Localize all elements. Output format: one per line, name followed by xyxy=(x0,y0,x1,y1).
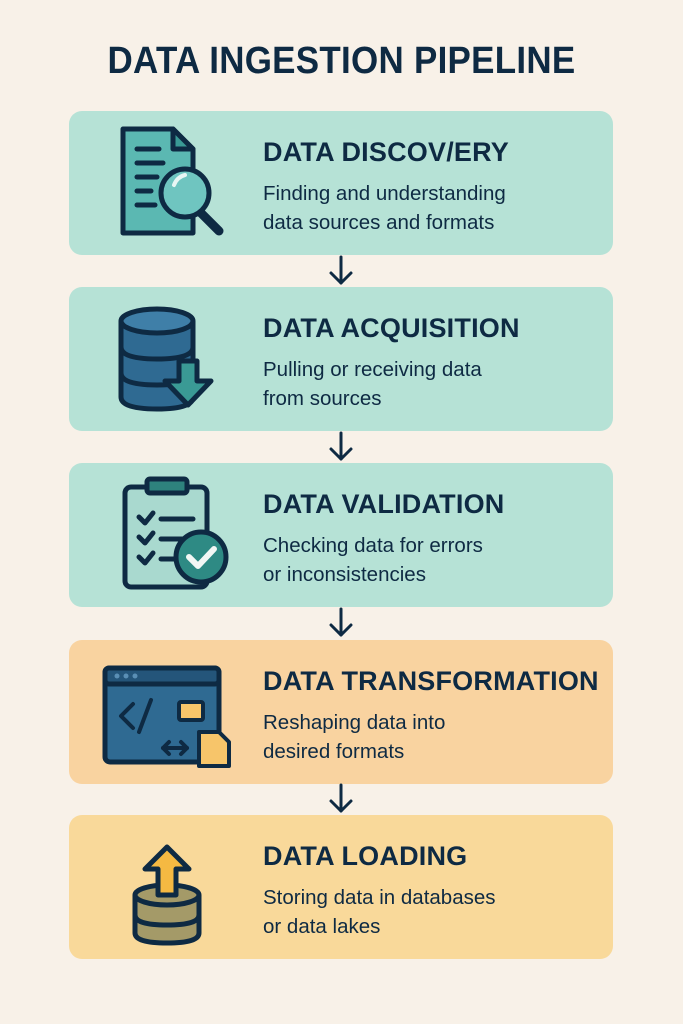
step-description-line: or data lakes xyxy=(263,915,381,938)
step-card-data-transformation: DATA TRANSFORMATION Reshaping data into … xyxy=(69,640,613,784)
step-heading: DATA TRANSFORMATION xyxy=(263,666,599,696)
diagram-title: DATA INGESTION PIPELINE xyxy=(107,40,576,82)
down-arrow-icon xyxy=(326,607,356,639)
database-upload-icon xyxy=(101,827,231,947)
database-download-icon xyxy=(101,299,231,419)
step-description-line: Storing data in databases xyxy=(263,886,496,909)
step-description-line: Checking data for errors xyxy=(263,534,483,557)
clipboard-check-icon xyxy=(101,475,231,595)
step-description: Checking data for errors or inconsistenc… xyxy=(263,531,563,589)
step-description-line: Finding and understanding xyxy=(263,182,506,205)
step-description-line: desired formats xyxy=(263,740,405,763)
step-description: Reshaping data into desired formats xyxy=(263,708,563,766)
step-description-line: data sources and formats xyxy=(263,211,495,234)
step-description: Finding and understanding data sources a… xyxy=(263,179,563,237)
step-description-line: from sources xyxy=(263,387,382,410)
step-heading: DATA ACQUISITION xyxy=(263,313,520,343)
document-search-icon xyxy=(101,123,231,243)
step-description-line: Pulling or receiving data xyxy=(263,358,482,381)
step-description-line: or inconsistencies xyxy=(263,563,426,586)
step-card-data-acquisition: DATA ACQUISITION Pulling or receiving da… xyxy=(69,287,613,431)
down-arrow-icon xyxy=(326,783,356,815)
step-card-data-discovery: DATA DISCOV/ERY Finding and understandin… xyxy=(69,111,613,255)
step-heading: DATA VALIDATION xyxy=(263,489,505,519)
step-heading: DATA DISCOV/ERY xyxy=(263,137,510,167)
step-card-data-loading: DATA LOADING Storing data in databases o… xyxy=(69,815,613,959)
step-description: Pulling or receiving data from sources xyxy=(263,355,563,413)
step-card-data-validation: DATA VALIDATION Checking data for errors… xyxy=(69,463,613,607)
step-description: Storing data in databases or data lakes xyxy=(263,883,563,941)
step-description-line: Reshaping data into xyxy=(263,711,446,734)
code-window-transform-icon xyxy=(101,652,231,772)
down-arrow-icon xyxy=(326,255,356,287)
step-heading: DATA LOADING xyxy=(263,841,468,871)
down-arrow-icon xyxy=(326,431,356,463)
